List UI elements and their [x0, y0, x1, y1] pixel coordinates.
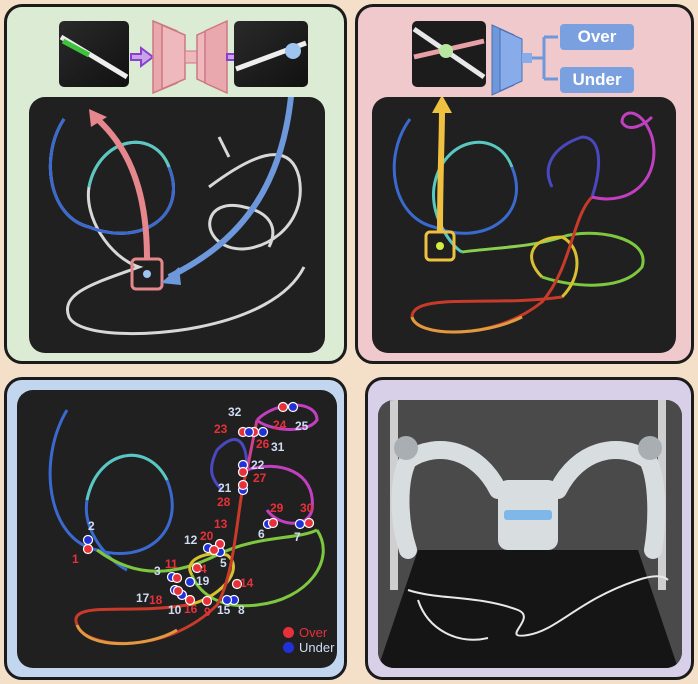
crossing-label-14: 14	[240, 576, 254, 590]
arrow-right-icon	[130, 46, 155, 68]
crossing-classifier-diagram	[412, 21, 558, 96]
over-output: Over	[560, 24, 634, 50]
crossing-marker-20	[208, 544, 220, 556]
crossing-marker-9	[201, 595, 213, 607]
tracing-panel	[4, 4, 347, 364]
crossing-label-21: 21	[218, 481, 232, 495]
over-legend-dot	[283, 627, 294, 638]
crossing-marker-25	[287, 401, 299, 413]
crossing-label-11: 11	[165, 557, 178, 571]
over-legend-label: Over	[299, 625, 328, 640]
cable-photo	[372, 97, 676, 353]
crossing-label-9: 9	[204, 605, 211, 619]
crossing-marker-15	[221, 594, 233, 606]
crossing-marker-19	[184, 576, 196, 588]
crossing-label-12: 12	[184, 533, 198, 547]
tracing-pipeline-diagram	[59, 19, 308, 95]
crossing-marker-27	[237, 466, 249, 478]
crossing-label-22: 22	[251, 458, 265, 472]
crossing-marker-1	[82, 543, 94, 555]
under-legend-dot	[283, 642, 294, 653]
crossing-label-5: 5	[220, 556, 227, 570]
crossing-label-30: 30	[300, 501, 314, 515]
crossing-label-3: 3	[154, 564, 161, 578]
crossing-markers	[82, 401, 315, 607]
crossing-label-2: 2	[88, 519, 95, 533]
crossing-label-4: 4	[200, 562, 207, 576]
robot-panel	[365, 377, 694, 680]
crossing-label-15: 15	[217, 603, 231, 617]
crossing-marker-14	[231, 578, 243, 590]
classifier-panel: Over Under	[355, 4, 694, 364]
crossing-label-8: 8	[238, 603, 245, 617]
crossing-marker-16	[184, 594, 196, 606]
cable-photo	[29, 97, 325, 353]
crossing-label-20: 20	[200, 529, 214, 543]
trace-network	[152, 19, 228, 95]
crossing-label-17: 17	[136, 591, 150, 605]
crossing-marker-2	[82, 534, 94, 546]
legend: Over Under	[275, 625, 344, 655]
crossing-marker-29	[267, 517, 279, 529]
crossing-label-18: 18	[149, 593, 163, 607]
crossing-label-16: 16	[184, 602, 198, 616]
crossing-marker-11	[171, 572, 183, 584]
crossing-label-27: 27	[253, 471, 267, 485]
robot-photo	[378, 400, 682, 668]
output-crop	[234, 21, 308, 87]
crossing-label-23: 23	[214, 422, 228, 436]
crossing-marker-28	[237, 479, 249, 491]
crossing-marker-32	[243, 426, 255, 438]
crossing-label-10: 10	[168, 603, 182, 617]
crossing-marker-24	[277, 401, 289, 413]
crossing-label-19: 19	[196, 574, 210, 588]
input-crop	[59, 21, 129, 87]
crossing-label-29: 29	[270, 501, 284, 515]
crossing-label-31: 31	[271, 440, 285, 454]
crossing-label-28: 28	[217, 495, 231, 509]
crossing-label-25: 25	[295, 419, 309, 433]
under-output: Under	[560, 67, 634, 93]
crossing-label-32: 32	[228, 405, 242, 419]
crossing-label-1: 1	[72, 552, 79, 566]
classifier-network	[491, 24, 558, 96]
crossing-label-24: 24	[273, 418, 287, 432]
crossing-marker-31	[257, 426, 269, 438]
crossing-label-13: 13	[214, 517, 228, 531]
crossing-crop	[412, 21, 486, 87]
crossing-marker-13	[214, 538, 226, 550]
crossing-marker-18	[172, 585, 184, 597]
crossing-label-7: 7	[294, 530, 301, 544]
crossing-marker-4	[191, 562, 203, 574]
crossing-marker-7	[294, 518, 306, 530]
crossing-marker-30	[303, 517, 315, 529]
under-legend-label: Under	[299, 640, 335, 655]
crossing-label-26: 26	[256, 437, 270, 451]
crossing-label-6: 6	[258, 527, 265, 541]
